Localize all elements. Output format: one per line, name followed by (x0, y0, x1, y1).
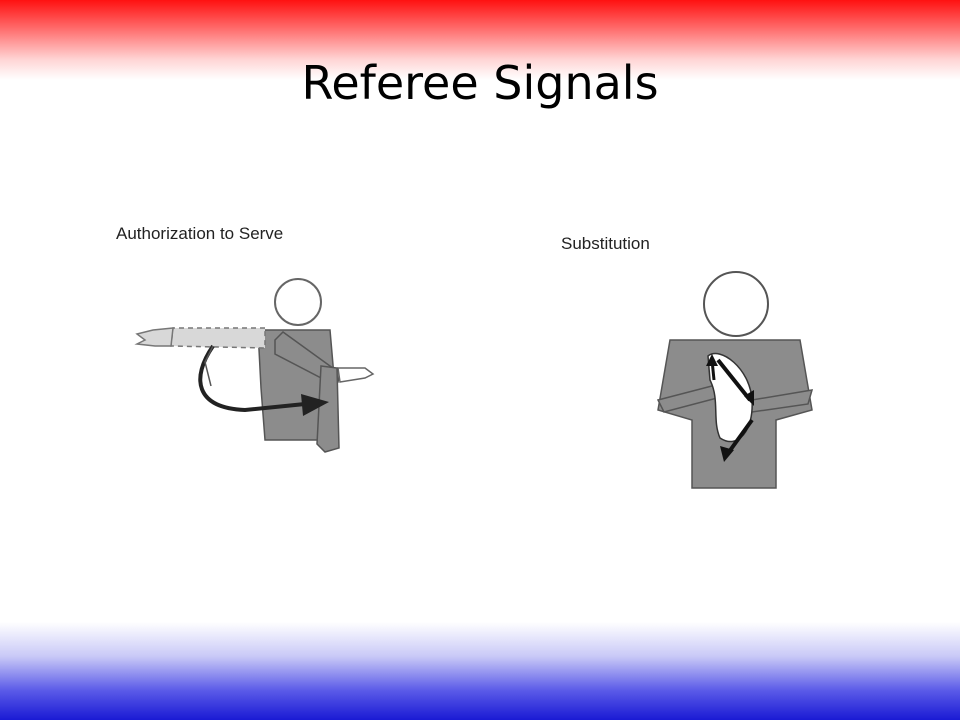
top-red-gradient-band (0, 0, 960, 80)
slide-title: Referee Signals (301, 56, 659, 110)
authorization-to-serve-figure (134, 278, 375, 453)
signal-label-authorization: Authorization to Serve (116, 224, 284, 243)
substitution-figure (656, 271, 814, 489)
signal-label-substitution: Substitution (561, 234, 650, 253)
bottom-blue-gradient-band (0, 622, 960, 720)
